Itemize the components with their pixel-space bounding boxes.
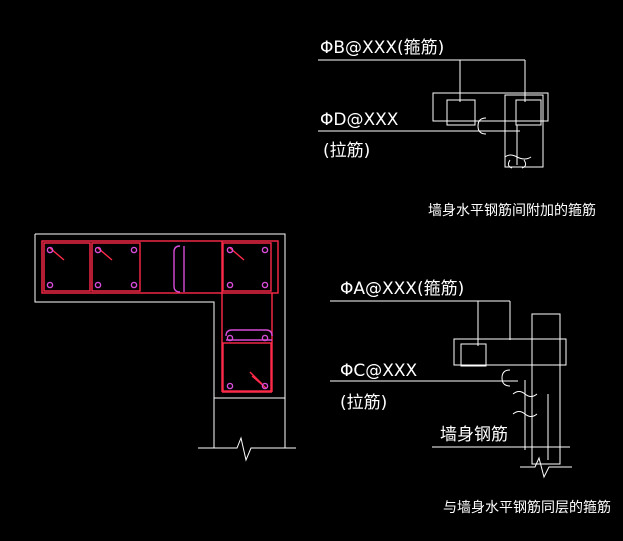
tie-hook-top — [477, 117, 487, 135]
tie-vertical — [225, 329, 273, 337]
stirrup-frame-bottom — [453, 338, 567, 366]
l-wall-outline — [34, 233, 286, 399]
label-b-stirrup: ΦB@XXX(箍筋) — [320, 38, 444, 58]
detail-additional-stirrup: ΦB@XXX(箍筋) ΦD@XXX (拉筋) 墙身水平钢筋间附加的箍筋 — [318, 38, 596, 219]
label-d-tie-bottom: (拉筋) — [323, 141, 370, 161]
tie-hook-bottom — [501, 369, 511, 387]
stirrup-corner — [222, 242, 272, 292]
stirrup-2 — [91, 242, 141, 292]
label-a-stirrup: ΦA@XXX(箍筋) — [340, 279, 464, 299]
label-c-tie-bottom: (拉筋) — [340, 393, 387, 413]
label-d-tie-top: ΦD@XXX — [320, 110, 399, 130]
stirrup-frame-top — [432, 92, 549, 122]
caption-same-layer-stirrup: 与墙身水平钢筋同层的箍筋 — [443, 499, 611, 516]
horizontal-rebar-outer — [41, 240, 279, 294]
rebar-bars — [46, 246, 269, 390]
detail-same-layer-stirrup: ΦA@XXX(箍筋) ΦC@XXX (拉筋) 墙身钢筋 与墙身水平钢筋同层的箍筋 — [330, 279, 611, 516]
detail-l-wall-corner — [34, 233, 296, 462]
break-line-left — [198, 436, 296, 462]
label-c-tie-top: ΦC@XXX — [340, 361, 418, 381]
wall-section-bottom — [531, 313, 561, 465]
stirrup-lower — [222, 342, 272, 392]
label-wall-rebar: 墙身钢筋 — [440, 425, 508, 445]
tie-horizontal — [173, 245, 181, 293]
caption-additional-stirrup: 墙身水平钢筋间附加的箍筋 — [428, 202, 596, 219]
break-line-right — [520, 456, 572, 479]
stirrup-1 — [43, 242, 91, 292]
